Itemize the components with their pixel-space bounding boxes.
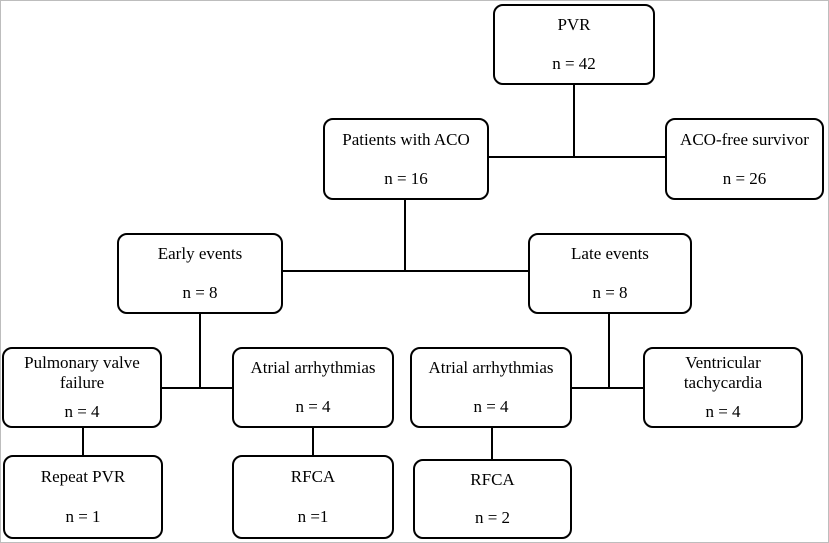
pv-failure-box: Pulmonary valve failure n = 4 [2, 347, 162, 428]
repeat-pvr-label: Repeat PVR [40, 467, 126, 486]
pv-failure-count: n = 4 [64, 401, 100, 421]
late-events-count: n = 8 [592, 282, 628, 302]
vt-count: n = 4 [705, 401, 741, 421]
aco-label: Patients with ACO [342, 129, 470, 149]
late-atrial-label: Atrial arrhythmias [428, 358, 554, 378]
early-atrial-count: n = 4 [295, 396, 331, 416]
late-rfca-box: RFCA n = 2 [413, 459, 572, 539]
pv-failure-label-line1: Pulmonary valve [24, 353, 140, 373]
aco-free-box: ACO-free survivor n = 26 [665, 118, 824, 200]
aco-free-count: n = 26 [722, 168, 767, 188]
late-rfca-label: RFCA [470, 470, 515, 489]
repeat-pvr-count: n = 1 [65, 507, 101, 526]
early-atrial-box: Atrial arrhythmias n = 4 [232, 347, 394, 428]
late-atrial-box: Atrial arrhythmias n = 4 [410, 347, 572, 428]
pvr-label: PVR [557, 15, 591, 35]
late-rfca-count: n = 2 [474, 508, 511, 527]
late-atrial-count: n = 4 [473, 396, 509, 416]
vt-box: Ventricular tachycardia n = 4 [643, 347, 803, 428]
early-events-box: Early events n = 8 [117, 233, 283, 314]
late-events-label: Late events [571, 244, 649, 264]
vt-label-line2: tachycardia [683, 373, 763, 393]
vt-label: Ventricular tachycardia [684, 353, 762, 393]
early-events-label: Early events [157, 244, 243, 264]
aco-count: n = 16 [384, 168, 428, 188]
vt-label-line1: Ventricular [685, 353, 761, 373]
pv-failure-label-line2: failure [59, 373, 105, 393]
early-rfca-box: RFCA n =1 [232, 455, 394, 539]
repeat-pvr-box: Repeat PVR n = 1 [3, 455, 163, 539]
late-events-box: Late events n = 8 [528, 233, 692, 314]
aco-box: Patients with ACO n = 16 [323, 118, 489, 200]
pvr-count: n = 42 [552, 53, 596, 73]
early-events-count: n = 8 [182, 282, 218, 302]
early-rfca-label: RFCA [290, 467, 336, 486]
pv-failure-label: Pulmonary valve failure [24, 353, 140, 393]
early-atrial-label: Atrial arrhythmias [250, 358, 376, 378]
early-rfca-count: n =1 [297, 507, 329, 526]
aco-free-label: ACO-free survivor [680, 129, 809, 149]
pvr-box: PVR n = 42 [493, 4, 655, 85]
